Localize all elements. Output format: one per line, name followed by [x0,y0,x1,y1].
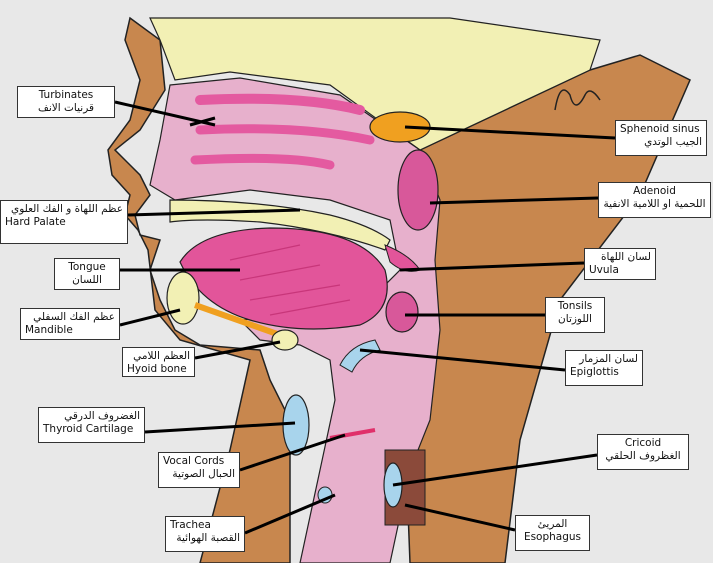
label-hyoid-ar: العظم اللامي [133,350,190,362]
skull-bone [149,17,601,151]
label-adenoid: Adenoid اللحمية او اللامية الانفية [598,182,711,218]
mandible-shape [166,271,200,325]
pointer-adenoid [429,196,599,205]
pointer-turbinates-arrow [189,116,216,127]
label-hard-palate-en: Hard Palate [5,216,66,228]
label-turbinates-en: Turbinates [38,89,94,101]
label-hyoid-en: Hyoid bone [127,363,187,375]
hyoid-shape [271,329,299,351]
pointer-epiglottis [359,348,566,372]
label-epiglottis-ar: لسان المزمار [579,353,638,365]
turbinate-3 [190,153,335,170]
pointer-thyroid [144,421,296,434]
label-turbinates: Turbinates قرنيات الانف [17,86,115,118]
label-trachea: Trachea القصبة الهوائية [165,516,245,552]
label-vocal: Vocal Cords الحبال الصوتية [158,452,240,488]
tonsils-shape [385,291,419,333]
turbinate-1 [195,93,365,115]
pointer-mandible [119,308,181,327]
label-mandible-en: Mandible [25,324,73,336]
label-tonsils: Tonsils اللوزتان [545,297,605,333]
label-hard-palate: عظم اللهاة و الفك العلوي Hard Palate [0,200,128,244]
pointer-esophagus [404,503,516,532]
label-trachea-en: Trachea [170,519,211,531]
label-trachea-ar: القصبة الهوائية [176,532,240,544]
label-hyoid: العظم اللامي Hyoid bone [122,347,195,377]
label-epiglottis: لسان المزمار Epiglottis [565,350,643,386]
tongue-shape [179,227,388,330]
label-tongue: Tongue اللسان [54,258,120,290]
signature-scribble [554,89,601,111]
adenoid-shape [397,149,439,231]
label-tonsils-en: Tonsils [557,300,593,312]
label-cricoid-en: Cricoid [624,437,662,449]
label-thyroid-en: Thyroid Cartilage [43,423,134,435]
label-esophagus: المريئ Esophagus [515,515,590,551]
label-hard-palate-ar: عظم اللهاة و الفك العلوي [11,203,123,215]
label-adenoid-ar: اللحمية او اللامية الانفية [603,198,706,210]
mandible-muscle [194,302,281,338]
epiglottis-shape [339,339,381,373]
label-turbinates-ar: قرنيات الانف [37,102,95,114]
label-adenoid-en: Adenoid [633,185,676,197]
label-thyroid-ar: الغضروف الدرقي [64,410,140,422]
label-epiglottis-en: Epiglottis [570,366,619,378]
label-vocal-en: Vocal Cords [163,455,225,467]
pointer-hyoid [194,340,281,360]
label-cricoid: Cricoid الغظروف الحلقي [597,434,689,470]
label-uvula-en: Uvula [589,264,619,276]
label-uvula: لسان اللهاة Uvula [584,248,656,280]
pointer-hard-palate [127,208,301,217]
pointer-trachea [244,493,336,535]
pointer-cricoid [392,453,598,487]
pointer-vocal [239,433,346,472]
label-uvula-ar: لسان اللهاة [601,251,651,263]
label-cricoid-ar: الغظروف الحلقي [605,450,681,462]
pointer-uvula [399,261,585,272]
label-sphenoid-en: Sphenoid sinus [620,123,700,135]
label-mandible-ar: عظم الفك السفلي [33,311,115,323]
label-thyroid: الغضروف الدرقي Thyroid Cartilage [38,407,145,443]
label-tongue-en: Tongue [68,261,106,273]
tongue-fibers [229,244,351,316]
label-tongue-ar: اللسان [72,274,102,286]
label-mandible: عظم الفك السفلي Mandible [20,308,120,340]
thyroid-shape [282,394,310,456]
pointer-sphenoid [404,125,616,140]
label-sphenoid-ar: الجيب الوتدي [644,136,702,148]
label-tonsils-ar: اللوزتان [558,313,592,325]
label-sphenoid: Sphenoid sinus الجيب الوتدي [615,120,707,156]
pointer-lines [114,100,616,535]
label-esophagus-en: Esophagus [523,531,582,543]
turbinate-2 [195,124,375,145]
label-esophagus-ar: المريئ [537,518,568,530]
label-vocal-ar: الحبال الصوتية [172,468,235,480]
